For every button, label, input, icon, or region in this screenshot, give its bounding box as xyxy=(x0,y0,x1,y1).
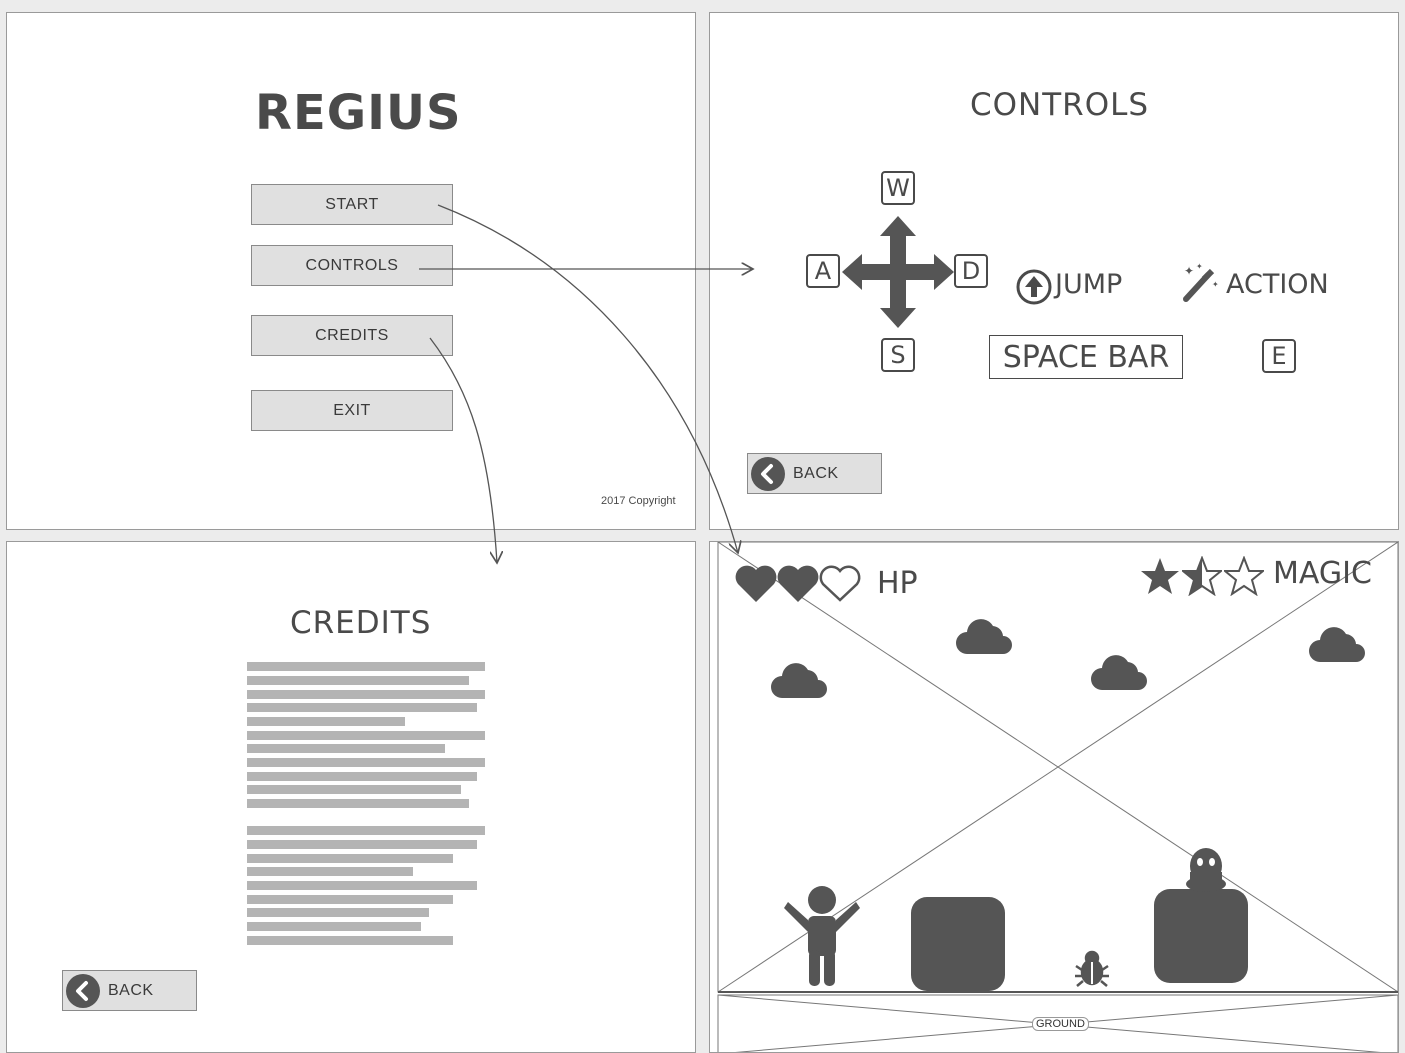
svg-text:✦: ✦ xyxy=(1184,264,1194,278)
text-line xyxy=(247,703,477,712)
back-chevron-icon xyxy=(66,973,100,1008)
main-menu-screen: REGIUS START CONTROLS CREDITS EXIT 2017 … xyxy=(6,12,696,530)
block-platform xyxy=(911,897,1005,991)
key-a: A xyxy=(806,254,840,288)
magic-label: MAGIC xyxy=(1273,556,1372,591)
credits-button[interactable]: CREDITS xyxy=(251,315,453,356)
text-line xyxy=(247,799,469,808)
text-line xyxy=(247,867,413,876)
key-e: E xyxy=(1262,339,1296,373)
hp-label: HP xyxy=(877,566,918,601)
player-character-icon xyxy=(784,886,860,986)
jump-label: JUMP xyxy=(1055,269,1123,300)
jump-arrow-icon xyxy=(1016,269,1052,305)
magic-wand-icon: ✦ ✦ ✦ xyxy=(1183,263,1219,302)
text-line xyxy=(247,785,461,794)
dpad-icon xyxy=(842,216,954,328)
start-button[interactable]: START xyxy=(251,184,453,225)
heart-empty-icon xyxy=(819,565,861,602)
svg-text:✦: ✦ xyxy=(1212,280,1219,289)
controls-screen: CONTROLS W A D S JUMP ✦ ✦ ✦ ACTION SPACE… xyxy=(709,12,1399,530)
cloud-icon xyxy=(1091,655,1147,690)
text-line xyxy=(247,936,453,945)
text-line xyxy=(247,690,485,699)
svg-text:✦: ✦ xyxy=(1196,263,1203,271)
credits-screen: CREDITS BACK xyxy=(6,541,696,1053)
bug-enemy-icon xyxy=(1075,950,1109,987)
text-line xyxy=(247,731,485,740)
cloud-icon xyxy=(1309,627,1365,662)
credits-title: CREDITS xyxy=(290,605,432,641)
controls-title: CONTROLS xyxy=(970,87,1150,123)
controls-back-button[interactable]: BACK xyxy=(747,453,882,494)
controls-button[interactable]: CONTROLS xyxy=(251,245,453,286)
text-line xyxy=(247,922,421,931)
text-line xyxy=(247,840,477,849)
credits-back-button[interactable]: BACK xyxy=(62,970,197,1011)
game-screen: HP MAGIC xyxy=(709,541,1399,1053)
heart-full-icon xyxy=(735,565,777,602)
text-line xyxy=(247,772,477,781)
action-label: ACTION xyxy=(1226,269,1329,300)
ground-label: GROUND xyxy=(1032,1017,1089,1031)
key-w: W xyxy=(881,171,915,205)
key-s: S xyxy=(881,338,915,372)
star-full-icon xyxy=(1141,558,1179,594)
text-line xyxy=(247,662,485,671)
text-line xyxy=(247,854,453,863)
text-line xyxy=(247,744,445,753)
copyright-text: 2017 Copyright xyxy=(601,495,676,507)
exit-button[interactable]: EXIT xyxy=(251,390,453,431)
text-line xyxy=(247,881,477,890)
text-line xyxy=(247,826,485,835)
block-platform xyxy=(1154,889,1248,983)
text-line xyxy=(247,758,485,767)
controls-back-label: BACK xyxy=(793,464,839,482)
star-empty-icon xyxy=(1224,556,1264,596)
enemy-creature-icon xyxy=(1186,848,1226,892)
text-line xyxy=(247,908,429,917)
key-d: D xyxy=(954,254,988,288)
text-line xyxy=(247,676,469,685)
text-line xyxy=(247,717,405,726)
star-half-icon xyxy=(1182,556,1222,596)
credits-back-label: BACK xyxy=(108,981,154,999)
back-chevron-icon xyxy=(751,456,785,491)
game-title: REGIUS xyxy=(255,85,462,141)
cloud-icon xyxy=(771,663,827,698)
cloud-icon xyxy=(956,619,1012,654)
heart-full-icon xyxy=(777,565,819,602)
text-line xyxy=(247,895,453,904)
key-space-bar: SPACE BAR xyxy=(989,335,1183,379)
